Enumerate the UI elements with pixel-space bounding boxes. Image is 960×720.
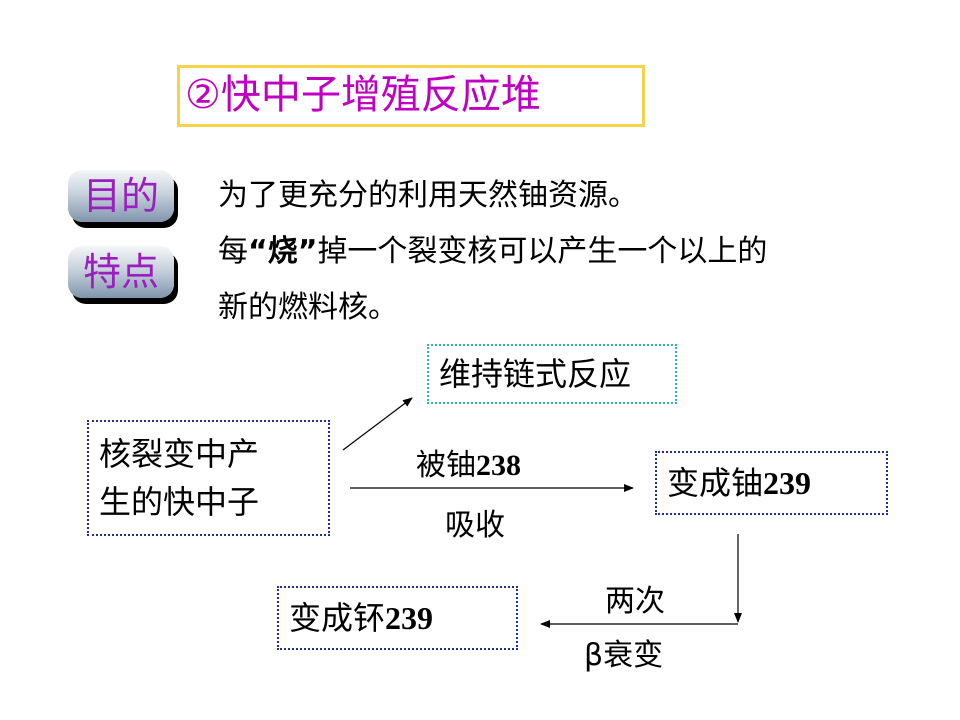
feature-tag: 特点 <box>68 246 174 298</box>
decay-label-top: 两次 <box>605 584 665 619</box>
title-box <box>177 65 645 127</box>
feature-text-b: 掉一个裂变核可以产生一个以上的 <box>317 234 768 269</box>
u239-number: 239 <box>763 465 812 501</box>
u239-node: 变成铀239 <box>655 451 888 515</box>
fast-neutron-line2: 生的快中子 <box>99 483 260 521</box>
feature-tag-label: 特点 <box>82 250 159 294</box>
arrow-to-sustain <box>342 397 413 451</box>
feature-text-quote: “烧” <box>248 234 318 269</box>
pu239-prefix: 变成钚 <box>289 599 386 637</box>
purpose-tag-label: 目的 <box>82 174 159 218</box>
absorb-prefix: 被铀 <box>416 448 476 483</box>
feature-text-a: 每 <box>218 234 248 269</box>
feature-text-line2: 新的燃料核。 <box>218 290 398 325</box>
absorb-label-top: 被铀238 <box>416 448 521 484</box>
fast-neutron-node: 核裂变中产 生的快中子 <box>87 420 330 536</box>
decay-label-bottom: β衰变 <box>584 638 664 673</box>
sustain-node: 维持链式反应 <box>427 344 677 404</box>
feature-text-line1: 每“烧”掉一个裂变核可以产生一个以上的 <box>218 226 767 278</box>
absorb-label-bottom: 吸收 <box>445 508 505 543</box>
u239-prefix: 变成铀 <box>667 464 764 502</box>
purpose-tag: 目的 <box>68 170 174 222</box>
pu239-number: 239 <box>385 600 434 636</box>
pu239-label: 变成钚239 <box>289 598 433 638</box>
purpose-text: 为了更充分的利用天然铀资源。 <box>218 178 638 213</box>
page-title: ②快中子增殖反应堆 <box>185 72 541 118</box>
absorb-number: 238 <box>476 449 521 482</box>
pu239-node: 变成钚239 <box>277 586 518 650</box>
sustain-node-label: 维持链式反应 <box>439 355 632 393</box>
fast-neutron-line1: 核裂变中产 <box>99 435 260 473</box>
u239-label: 变成铀239 <box>667 463 811 503</box>
